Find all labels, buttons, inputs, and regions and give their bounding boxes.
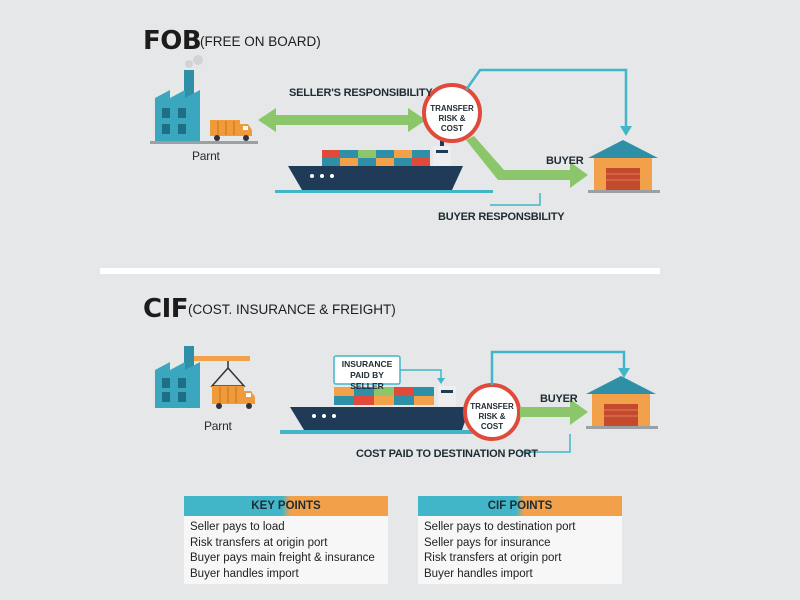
cif-panel: CIF (COST. INSURANCE & FREIGHT) Parnt IN… xyxy=(100,274,660,600)
section-divider xyxy=(100,268,660,274)
cost-paid-line xyxy=(520,434,571,453)
cif-diagram xyxy=(155,346,658,453)
key-point-item: Seller pays to load xyxy=(190,521,285,533)
crane-icon xyxy=(194,356,250,387)
insurance-arrow xyxy=(400,369,445,384)
seller-responsibility-arrow xyxy=(258,108,426,132)
key-points-table: KEY POINTS Seller pays to load Risk tran… xyxy=(184,496,388,584)
fob-buyer-arrow xyxy=(466,136,588,188)
key-point-item: Buyer handles import xyxy=(190,567,299,580)
cif-buyer-link-line xyxy=(490,350,630,385)
key-point-item: Risk transfers at origin port xyxy=(190,536,328,549)
buyer-responsibility-line xyxy=(490,193,541,206)
buyer-responsibility-label: BUYER RESPONSBILITY xyxy=(438,211,565,223)
fob-transfer-circle xyxy=(422,83,482,143)
cif-point-item: Buyer handles import xyxy=(424,567,533,580)
fob-title: FOB xyxy=(143,26,202,56)
key-point-item: Buyer pays main freight & insurance xyxy=(190,552,375,564)
cif-warehouse-icon xyxy=(586,376,658,429)
cif-transfer-label: TRANSFER RISK & COST xyxy=(470,402,514,431)
insurance-label: INSURANCE PAID BY SELLER xyxy=(341,359,393,391)
fob-ship-icon xyxy=(275,140,493,193)
fob-plant-label: Parnt xyxy=(192,149,220,163)
cif-point-item: Seller pays for insurance xyxy=(424,536,551,549)
cif-subtitle: (COST. INSURANCE & FREIGHT) xyxy=(188,302,396,317)
fob-buyer-label: BUYER xyxy=(546,155,584,167)
fob-warehouse-icon xyxy=(588,140,660,193)
cost-paid-label: COST PAID TO DESTINATION PORT xyxy=(356,448,538,460)
fob-factory-icon xyxy=(150,55,258,144)
cif-factory-icon xyxy=(155,346,200,408)
key-points-header: KEY POINTS xyxy=(184,496,388,516)
fob-transfer-label: TRANSFER RISK & COST xyxy=(430,104,474,133)
cif-plant-label: Parnt xyxy=(204,419,232,433)
cif-points-table: CIF POINTS Seller pays to destination po… xyxy=(418,496,622,584)
cif-points-header: CIF POINTS xyxy=(418,496,622,516)
cif-point-item: Risk transfers at origin port xyxy=(424,552,562,564)
fob-panel: FOB (FREE ON BOARD) Parnt SELLER'S RESPO… xyxy=(100,0,660,268)
seller-responsibility-label: SELLER'S RESPONSIBILITY xyxy=(289,87,433,99)
cif-truck-icon xyxy=(212,386,255,409)
fob-subtitle: (FREE ON BOARD) xyxy=(200,34,321,49)
cif-ship-icon xyxy=(280,386,480,434)
fob-truck-icon xyxy=(210,120,252,141)
cif-buyer-arrow xyxy=(520,399,588,425)
cif-buyer-label: BUYER xyxy=(540,393,578,405)
fob-buyer-link-line xyxy=(464,68,632,136)
fob-diagram xyxy=(150,55,660,206)
cif-title: CIF xyxy=(143,294,189,324)
cif-point-item: Seller pays to destination port xyxy=(424,521,576,533)
